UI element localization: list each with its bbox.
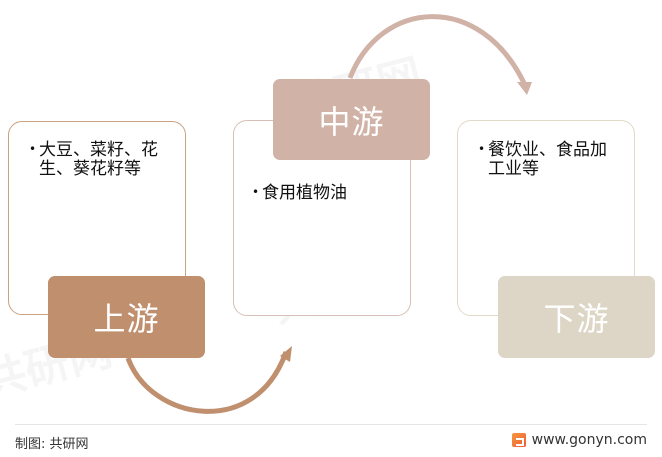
upstream-content: 大豆、菜籽、花生、葵花籽等 (29, 140, 167, 179)
gonyn-logo-icon (511, 433, 526, 447)
footer-divider (15, 424, 647, 425)
downstream-content: 餐饮业、食品加工业等 (478, 140, 618, 179)
arrow-midstream-to-downstream (347, 14, 528, 87)
arrow-upstream-to-midstream (125, 351, 289, 414)
source-label: 制图: 共研网 (15, 437, 89, 452)
midstream-content: 食用植物油 (252, 183, 412, 203)
upstream-label: 上游 (48, 276, 205, 358)
website-url: www.gonyn.com (531, 432, 647, 448)
arrow-head-icon (517, 82, 532, 95)
website-credit: www.gonyn.com (511, 432, 647, 448)
midstream-label: 中游 (273, 79, 430, 160)
arrow-head-icon (280, 346, 292, 362)
downstream-label: 下游 (498, 276, 655, 358)
